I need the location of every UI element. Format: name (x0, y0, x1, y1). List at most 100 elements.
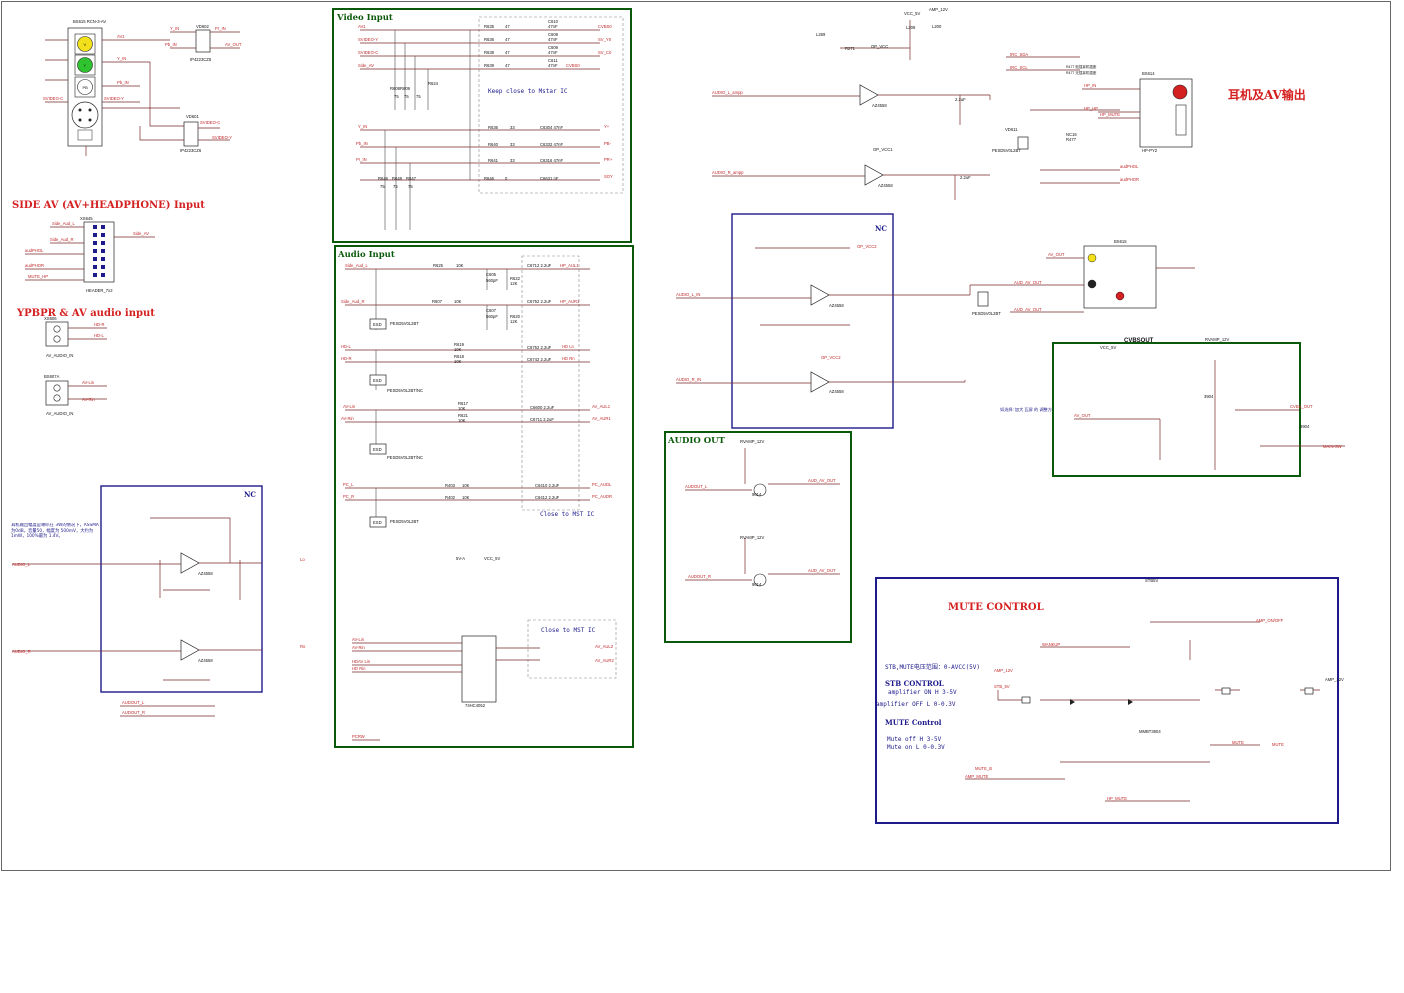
svg-text:75: 75 (393, 184, 398, 189)
svg-text:SOY: SOY (604, 174, 613, 179)
svg-text:C6631 nF: C6631 nF (540, 176, 559, 181)
svg-text:R647: R647 (406, 176, 417, 181)
svg-text:AV_AUDIO_IN: AV_AUDIO_IN (46, 411, 73, 416)
svg-text:WANKUP: WANKUP (1042, 642, 1060, 647)
svg-text:HP_MUTE: HP_MUTE (1107, 796, 1127, 801)
svg-text:PESD5V0L2BT: PESD5V0L2BT (390, 519, 419, 524)
ypbpr-av-audio-block: YPBPR & AV audio input XS606 HD-R HD-L A… (16, 308, 155, 416)
svg-text:AV_AUL1: AV_AUL1 (592, 404, 611, 409)
svg-text:BS614: BS614 (1142, 71, 1155, 76)
side-av-block: SIDE AV (AV+HEADPHONE) Input XS645 HEADE… (12, 200, 205, 293)
svg-text:audPHOR: audPHOR (25, 263, 44, 268)
close-mst-note-2: Close to MST IC (541, 627, 596, 634)
svg-text:Pb_IN: Pb_IN (165, 42, 177, 47)
jack-white-icon (77, 79, 93, 95)
svg-text:AV_AUR1: AV_AUR1 (592, 416, 611, 421)
svg-text:R648: R648 (392, 176, 403, 181)
svg-text:R624: R624 (428, 81, 439, 86)
video-input-block: Video Input Keep close to Mstar IC AV1 S… (332, 8, 632, 243)
svg-text:12K: 12K (510, 319, 518, 324)
svg-text:L208: L208 (906, 25, 916, 30)
misc-nets: R271 OP_VCC OP_VCC1 L269 L200 L208 VD611… (816, 24, 1077, 152)
svg-text:Lo: Lo (300, 557, 305, 562)
svg-text:HP_HP: HP_HP (1084, 106, 1098, 111)
cvbsout-block: CVBSOUT VCC_5V RVAMP_12V AV_OUT CVBS_OUT… (1000, 337, 1345, 477)
svg-text:C6600 2.2uF: C6600 2.2uF (530, 405, 555, 410)
svg-text:audPHOL: audPHOL (25, 248, 44, 253)
svg-text:VCC_5V: VCC_5V (904, 11, 920, 16)
svg-text:AUDOUT_R: AUDOUT_R (688, 574, 711, 579)
svg-text:AZ4558: AZ4558 (872, 103, 887, 108)
svg-text:75: 75 (404, 94, 409, 99)
svg-text:OP_VCC: OP_VCC (871, 44, 888, 49)
svg-text:5V-A: 5V-A (456, 556, 465, 561)
svg-text:33: 33 (510, 158, 515, 163)
svg-text:OP_VCC1: OP_VCC1 (873, 147, 893, 152)
svg-text:C609: C609 (548, 45, 559, 50)
svg-text:ESD: ESD (373, 378, 382, 383)
svg-text:AUDIO_L: AUDIO_L (12, 562, 31, 567)
svg-text:560pF: 560pF (486, 278, 498, 283)
svg-text:PESD5V0L2BT/NC: PESD5V0L2BT/NC (387, 455, 423, 460)
svg-text:L269: L269 (816, 32, 826, 37)
svg-text:AUDOUT_L: AUDOUT_L (685, 484, 708, 489)
av-out-jack-yellow-icon (1087, 253, 1097, 263)
svg-text:BS615: BS615 (1114, 239, 1127, 244)
svg-text:R640: R640 (488, 142, 499, 147)
svg-text:AUDIO_R_ampp: AUDIO_R_ampp (712, 170, 744, 175)
svg-text:AZ4558: AZ4558 (878, 183, 893, 188)
svg-text:SVIDEO-Y: SVIDEO-Y (212, 135, 232, 140)
svg-text:R621: R621 (458, 413, 469, 418)
svg-text:SVIDEO-C: SVIDEO-C (43, 96, 63, 101)
svg-text:10K: 10K (458, 418, 466, 423)
svg-text:AUDOUT_L: AUDOUT_L (122, 700, 145, 705)
svg-text:MUTE_B: MUTE_B (975, 766, 992, 771)
svg-text:10K: 10K (462, 483, 470, 488)
svg-text:STB_5V: STB_5V (994, 684, 1010, 689)
svg-text:L200: L200 (932, 24, 942, 29)
svg-text:Y_IN: Y_IN (170, 26, 179, 31)
svg-text:AMP_12V: AMP_12V (929, 7, 948, 12)
svg-text:Y_IN: Y_IN (117, 56, 126, 61)
cvbs-note: 如选择: 加大 瓦屏 的 调整方 (1000, 406, 1052, 413)
svg-text:R617: R617 (458, 401, 469, 406)
svg-text:RVAMP_12V: RVAMP_12V (740, 535, 764, 540)
svg-text:Pb_IN: Pb_IN (356, 141, 368, 146)
top-left-connector-label: BS615 RCN-3-AV (73, 19, 106, 24)
svg-text:AUDIO_R_IN: AUDIO_R_IN (676, 377, 701, 382)
svg-text:2.2uF: 2.2uF (955, 97, 966, 102)
svg-text:R609: R609 (400, 86, 411, 91)
svg-text:STB5V: STB5V (1145, 578, 1158, 583)
svg-text:R635: R635 (484, 24, 495, 29)
svg-text:HD-R: HD-R (94, 322, 104, 327)
svg-text:SVIDEO-C: SVIDEO-C (200, 120, 220, 125)
svg-text:V: V (84, 42, 87, 47)
svg-text:AUD_AV_OUT: AUD_AV_OUT (1014, 280, 1042, 285)
svg-text:R403: R403 (445, 483, 456, 488)
svg-text:PC_L: PC_L (343, 482, 354, 487)
svg-text:MAIN-SW: MAIN-SW (1323, 444, 1342, 449)
audio-out-title: AUDIO OUT (667, 436, 726, 446)
nc-mid-amp-block: NC AZ4558 AZ4558 AUDIO_L_IN AUDIO_R_IN O… (676, 213, 971, 429)
svg-text:R477 贴插耳机插座: R477 贴插耳机插座 (1066, 64, 1097, 69)
svg-text:AV_OUT: AV_OUT (1074, 413, 1091, 418)
header-label: HEADER_7x2 (86, 288, 113, 293)
svg-text:VD611: VD611 (1005, 127, 1018, 132)
svg-text:PB-: PB- (604, 141, 612, 146)
svg-text:C6711 2.2uF: C6711 2.2uF (530, 417, 554, 422)
svg-text:PESD5V0L2BT: PESD5V0L2BT (992, 148, 1021, 153)
svg-text:AV_AUDIO_IN: AV_AUDIO_IN (46, 353, 73, 358)
svg-text:Side_Aud_L: Side_Aud_L (345, 263, 368, 268)
svg-text:C607: C607 (486, 308, 497, 313)
svg-text:47: 47 (505, 63, 510, 68)
audio-input-block: Audio Input Close to MST IC Close to MST… (334, 245, 634, 748)
svg-text:OP_VCC2: OP_VCC2 (821, 355, 841, 360)
svg-text:R477: R477 (1066, 137, 1077, 142)
svg-text:SVIDEO-C: SVIDEO-C (358, 50, 378, 55)
svg-text:33: 33 (510, 142, 515, 147)
svg-text:CVBS0: CVBS0 (598, 24, 612, 29)
svg-text:PC_R: PC_R (343, 494, 354, 499)
svg-text:XS606: XS606 (44, 316, 57, 321)
svg-text:Y_IN: Y_IN (358, 124, 367, 129)
